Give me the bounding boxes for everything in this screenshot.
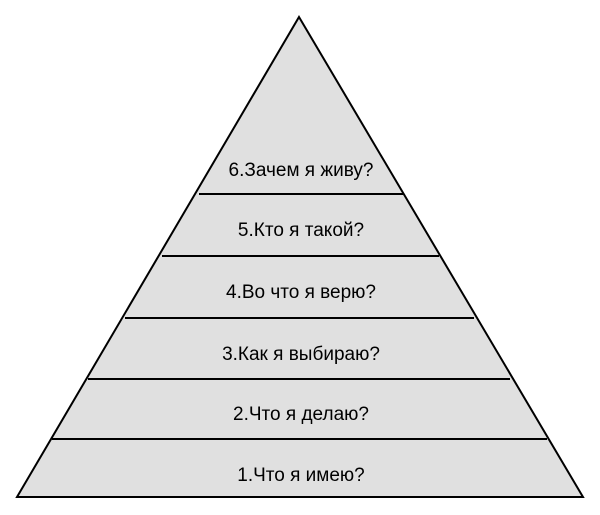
level-3-label: 3.Как я выбираю? — [222, 344, 380, 365]
level-6-label: 6.Зачем я живу? — [229, 160, 374, 181]
level-2-label: 2.Что я делаю? — [233, 404, 369, 425]
level-5-label: 5.Кто я такой? — [238, 220, 364, 241]
level-1-label: 1.Что я имею? — [237, 465, 364, 486]
level-4-label: 4.Во что я верю? — [226, 282, 376, 303]
